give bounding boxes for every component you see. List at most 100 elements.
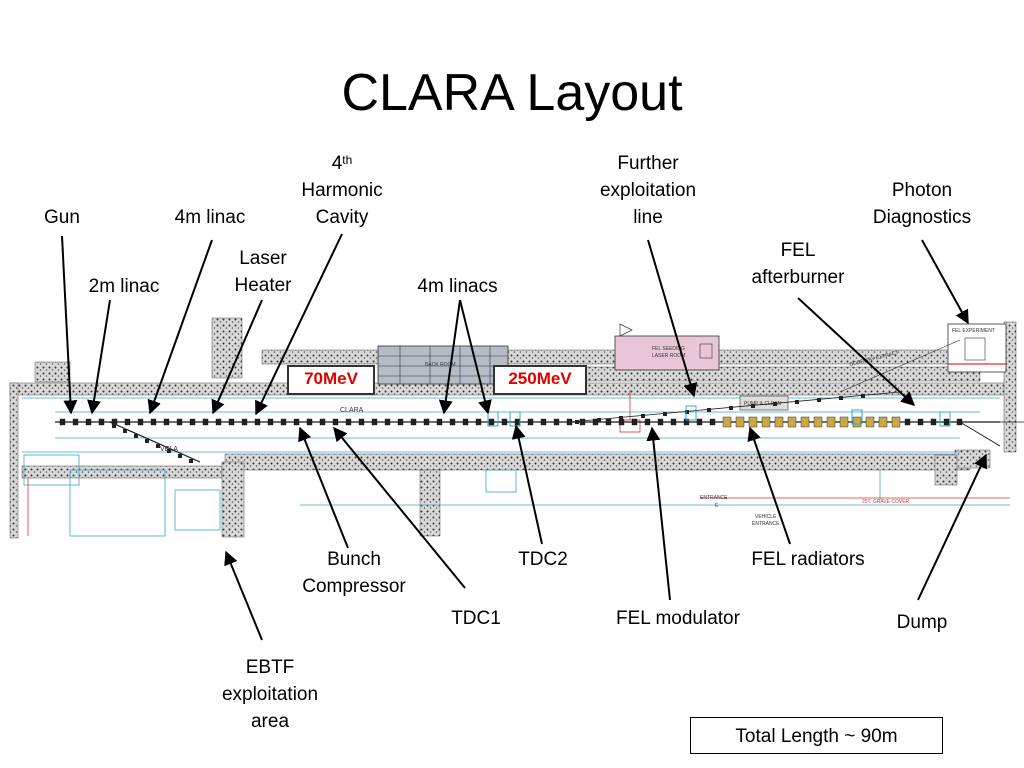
undulator-segment xyxy=(826,416,836,428)
photon-line2: Diagnostics xyxy=(872,207,972,228)
beamline-magnet xyxy=(527,418,534,426)
vela-magnet xyxy=(156,444,160,448)
beamline-magnet xyxy=(267,418,274,426)
vela-magnet xyxy=(167,449,171,453)
label-bunch-compressor: Bunch Compressor xyxy=(287,546,421,600)
beamline-magnet xyxy=(943,418,950,426)
beamline-magnet xyxy=(631,418,638,426)
label-tdc2: TDC2 xyxy=(518,549,568,570)
beamline-magnet xyxy=(150,418,157,426)
beamline-magnet xyxy=(423,418,430,426)
linac-2m-arrow xyxy=(87,299,111,415)
beamline-magnet xyxy=(709,418,716,426)
red-outline xyxy=(27,390,1010,536)
shielding-walls xyxy=(9,317,1017,539)
undulator-segment xyxy=(878,416,888,428)
beamline-magnet xyxy=(579,418,586,426)
harmonic-number: 4 xyxy=(331,153,343,174)
beamline-components xyxy=(59,394,963,463)
entrance-e-label: E xyxy=(715,503,719,509)
label-ebtf-exploitation-area: EBTF exploitation area xyxy=(200,654,340,735)
label-further-exploitation: Further exploitation line xyxy=(583,150,713,231)
undulator-segment xyxy=(839,416,849,428)
exploitation-line-magnet xyxy=(729,406,733,410)
beamline-magnet xyxy=(462,418,469,426)
laser-heater-arrow xyxy=(211,299,263,415)
beamline-magnet xyxy=(215,418,222,426)
beamline-magnet xyxy=(514,418,521,426)
pump-clean-label: PUMP & CLEAN xyxy=(744,401,782,407)
beamline-magnet xyxy=(293,418,300,426)
exploitation-line-magnet xyxy=(685,410,689,414)
vela-magnet xyxy=(189,459,193,463)
undulator-segment xyxy=(761,416,771,428)
further-line2: exploitation xyxy=(599,180,697,201)
label-fel-radiators: FEL radiators xyxy=(751,549,865,570)
exploitation-line-magnet xyxy=(751,404,755,408)
beamline-magnet xyxy=(475,418,482,426)
beamline-magnet xyxy=(72,418,79,426)
label-dump: Dump xyxy=(896,612,948,633)
beamline-magnet xyxy=(696,418,703,426)
beamline-magnet xyxy=(332,418,339,426)
beamline-magnet xyxy=(280,418,287,426)
fel-seeding-label: FEL SEEDING xyxy=(652,346,685,352)
beamline-magnet xyxy=(605,418,612,426)
beamline-magnet xyxy=(644,418,651,426)
beamline-magnet xyxy=(917,418,924,426)
vela-beamline-label: VELA xyxy=(160,446,178,453)
fel-modulator-arrow xyxy=(646,426,671,601)
further-line3: line xyxy=(633,207,663,228)
beamline-magnet xyxy=(319,418,326,426)
beamline-magnet xyxy=(566,418,573,426)
undulator-segment xyxy=(865,416,875,428)
bunch-line2: Compressor xyxy=(302,576,406,597)
beamline-magnet xyxy=(410,418,417,426)
label-tdc1: TDC1 xyxy=(451,608,501,629)
beamline-magnet xyxy=(956,418,963,426)
photon-diagnostics-arrow xyxy=(921,239,969,325)
further-line1: Further xyxy=(617,153,679,174)
tdc2-arrow xyxy=(511,424,543,545)
fel-seeding-laser-room: FEL SEEDING LASER ROOM xyxy=(614,323,720,371)
harmonic-line3: Cavity xyxy=(315,207,369,228)
entrance-label: ENTRANCE xyxy=(700,495,728,501)
annotation-arrows xyxy=(61,233,987,641)
exploitation-line-magnet xyxy=(839,396,843,400)
vehicle-entrance-label: ENTRANCE xyxy=(752,521,780,527)
fel-experiment-room: FEL EXPERIMENT xyxy=(947,323,1007,373)
undulator-segment xyxy=(735,416,745,428)
exploitation-line-magnet xyxy=(597,418,601,422)
exploitation-line-magnet xyxy=(795,400,799,404)
photon-line1: Photon xyxy=(891,180,953,201)
afterburner-line2: afterburner xyxy=(751,267,845,288)
label-4m-linac: 4m linac xyxy=(174,207,246,228)
harmonic-cavity-arrow xyxy=(255,233,343,416)
laser-heater-line2: Heater xyxy=(234,275,292,296)
label-gun: Gun xyxy=(44,207,80,228)
exploitation-line-magnet xyxy=(861,394,865,398)
dump-arrow xyxy=(917,453,987,601)
beamline-magnet xyxy=(85,418,92,426)
label-4m-linacs: 4m linacs xyxy=(417,276,498,297)
tdc1-arrow xyxy=(333,426,466,589)
beamline-magnet xyxy=(657,418,664,426)
undulator-segment xyxy=(722,416,732,428)
grave-cover-label: 25T. GRAVE COVER xyxy=(862,499,910,505)
undulator-segment xyxy=(852,416,862,428)
beamline-magnet xyxy=(930,418,937,426)
back-room-label: BACK ROOM xyxy=(425,362,456,368)
undulator-segment xyxy=(787,416,797,428)
beamline-magnet xyxy=(59,418,66,426)
label-fel-modulator: FEL modulator xyxy=(616,608,740,629)
beamline-magnet xyxy=(163,418,170,426)
diagnostic-chamber xyxy=(487,411,499,427)
undulator-segment xyxy=(891,416,901,428)
laser-room-label: LASER ROOM xyxy=(652,353,685,359)
beamline-magnet xyxy=(449,418,456,426)
beamline-magnet xyxy=(124,418,131,426)
label-photon-diagnostics: Photon Diagnostics xyxy=(860,177,984,231)
beamline-magnet xyxy=(254,418,261,426)
diagnostic-chamber xyxy=(939,411,951,427)
